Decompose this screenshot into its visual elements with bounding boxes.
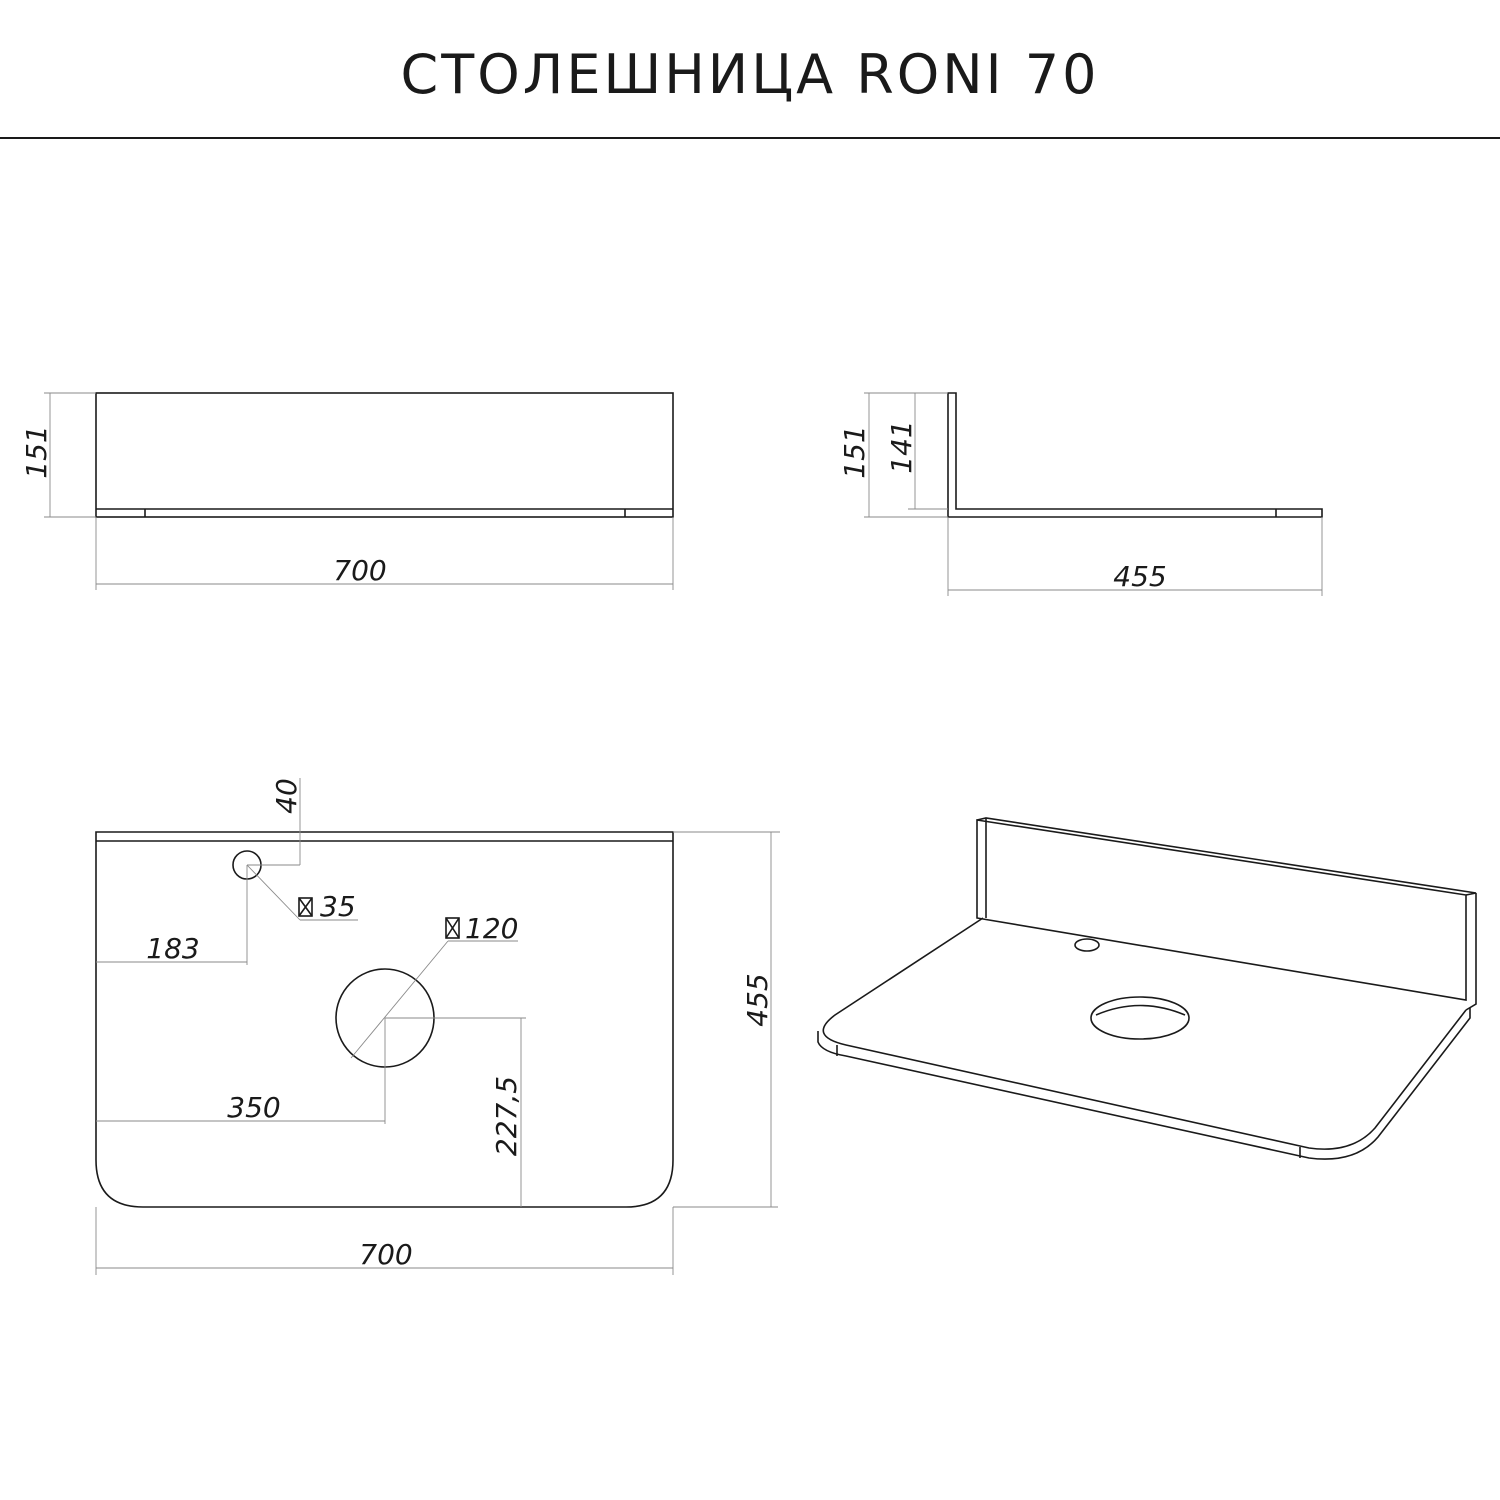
sink-x-label: 350 — [227, 1091, 280, 1124]
side-height-total-label: 151 — [838, 425, 871, 478]
top-view: 40 35 183 120 350 227,5 455 — [95, 778, 780, 1275]
tap-hole-dia-label: 35 — [320, 890, 356, 923]
iso-slab-top — [822, 917, 1467, 1150]
tap-hole-x-label: 183 — [146, 932, 199, 965]
diameter-icon — [298, 897, 313, 917]
iso-sink-hole-inner — [1095, 1004, 1186, 1016]
sink-y-label: 227,5 — [490, 1076, 523, 1156]
iso-backsplash-front — [976, 819, 1467, 1001]
top-width-label: 700 — [359, 1238, 412, 1271]
top-depth-label: 455 — [741, 973, 774, 1026]
side-height-splash-label: 141 — [885, 420, 918, 473]
front-view: 151 700 — [20, 392, 674, 590]
iso-backsplash-top — [976, 817, 1477, 896]
iso-backsplash-side — [1465, 893, 1477, 1011]
diameter-icon — [445, 917, 460, 939]
side-view: 151 141 455 — [838, 392, 1323, 596]
top-view-outline — [95, 831, 674, 1208]
iso-slab-edge — [817, 1008, 1471, 1160]
front-view-outline — [95, 392, 674, 518]
side-depth-label: 455 — [1113, 560, 1166, 593]
side-view-profile — [947, 392, 1323, 518]
front-width-label: 700 — [333, 554, 386, 587]
isometric-view — [817, 817, 1477, 1160]
sink-hole-dia-label: 120 — [465, 912, 518, 945]
page-title: СТОЛЕШНИЦА RONI 70 — [400, 43, 1100, 106]
front-height-label: 151 — [20, 425, 53, 478]
iso-sink-hole — [1090, 996, 1190, 1040]
title-divider — [0, 137, 1500, 139]
hole-offset-label: 40 — [270, 778, 303, 814]
iso-tap-hole — [1074, 938, 1100, 952]
